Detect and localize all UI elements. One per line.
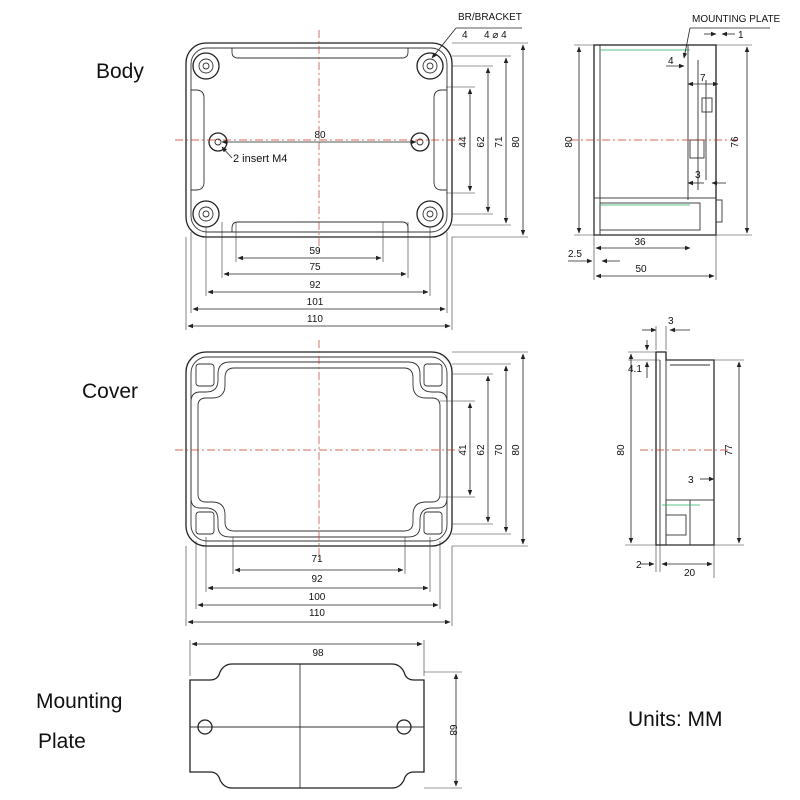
mounting-plate-label-line1: Mounting bbox=[36, 690, 123, 713]
body-corner-boss bbox=[192, 52, 444, 228]
dim-cover-side-20: 20 bbox=[684, 568, 696, 579]
dim-cover-side-3: 3 bbox=[688, 475, 694, 486]
dim-side-4: 4 bbox=[668, 56, 674, 67]
dim-v80: 80 bbox=[511, 136, 522, 148]
dim-v62: 62 bbox=[476, 136, 487, 148]
dim-insert-note: 2 insert M4 bbox=[233, 153, 287, 165]
cover-label: Cover bbox=[82, 380, 139, 403]
dim-insert-spacing: 80 bbox=[314, 130, 326, 141]
cover-side-view: 3 4.1 80 77 3 2 20 bbox=[616, 316, 744, 579]
mounting-plate-label-line2: Plate bbox=[38, 730, 86, 753]
dim-side-1: 1 bbox=[738, 30, 744, 41]
dim-v44: 44 bbox=[458, 136, 469, 148]
dim-h59: 59 bbox=[309, 246, 321, 257]
dim-cover-side-h77: 77 bbox=[724, 444, 735, 456]
dim-side-50: 50 bbox=[635, 264, 647, 275]
dim-cover-h92: 92 bbox=[311, 574, 323, 585]
dim-bracket-4: 4 bbox=[462, 30, 468, 41]
dim-cover-v41: 41 bbox=[458, 444, 469, 456]
dim-cover-h110: 110 bbox=[309, 608, 325, 619]
dim-side-3: 3 bbox=[695, 170, 701, 181]
cover-top-view: 41 62 70 80 71 92 100 110 bbox=[175, 340, 528, 626]
dim-h101: 101 bbox=[307, 297, 324, 308]
dim-side-36: 36 bbox=[634, 237, 646, 248]
dim-cover-side-41: 4.1 bbox=[628, 364, 642, 375]
cover-corner-pocket bbox=[195, 363, 443, 535]
dim-cover-side-2: 2 bbox=[636, 560, 642, 571]
mounting-plate-view: 98 68 bbox=[189, 640, 462, 789]
dim-bracket-hole: 4 ⌀ 4 bbox=[484, 30, 507, 41]
body-side-view: MOUNTING PLATE 1 4 7 3 80 76 36 2.5 bbox=[564, 14, 780, 280]
dim-side-h76: 76 bbox=[730, 136, 741, 148]
body-label: Body bbox=[96, 60, 144, 83]
plate-hole bbox=[197, 719, 213, 735]
dim-bracket-label: BR/BRACKET bbox=[458, 12, 522, 23]
dim-h92: 92 bbox=[309, 280, 321, 291]
dim-cover-v70: 70 bbox=[494, 444, 505, 456]
plate-hole bbox=[396, 719, 412, 735]
dim-cover-side-3top: 3 bbox=[668, 316, 674, 327]
body-top-view: 80 2 insert M4 BR/BRACKET 4 4 ⌀ 4 44 62 … bbox=[175, 12, 528, 330]
dim-cover-v62: 62 bbox=[476, 444, 487, 456]
dim-cover-h71: 71 bbox=[311, 554, 323, 565]
dim-mounting-plate-label: MOUNTING PLATE bbox=[692, 14, 780, 25]
units-label: Units: MM bbox=[628, 708, 723, 731]
dim-cover-h100: 100 bbox=[309, 592, 326, 603]
dim-h75: 75 bbox=[309, 262, 321, 273]
dim-side-7: 7 bbox=[700, 73, 706, 84]
dim-cover-side-h80: 80 bbox=[616, 444, 627, 456]
dim-v71: 71 bbox=[494, 136, 505, 148]
dim-plate-w98: 98 bbox=[312, 648, 324, 659]
dim-plate-h68: 68 bbox=[447, 724, 458, 736]
dim-cover-v80: 80 bbox=[511, 444, 522, 456]
dim-side-25: 2.5 bbox=[568, 249, 582, 260]
dim-side-h80: 80 bbox=[564, 136, 575, 148]
dim-h110: 110 bbox=[307, 314, 323, 325]
